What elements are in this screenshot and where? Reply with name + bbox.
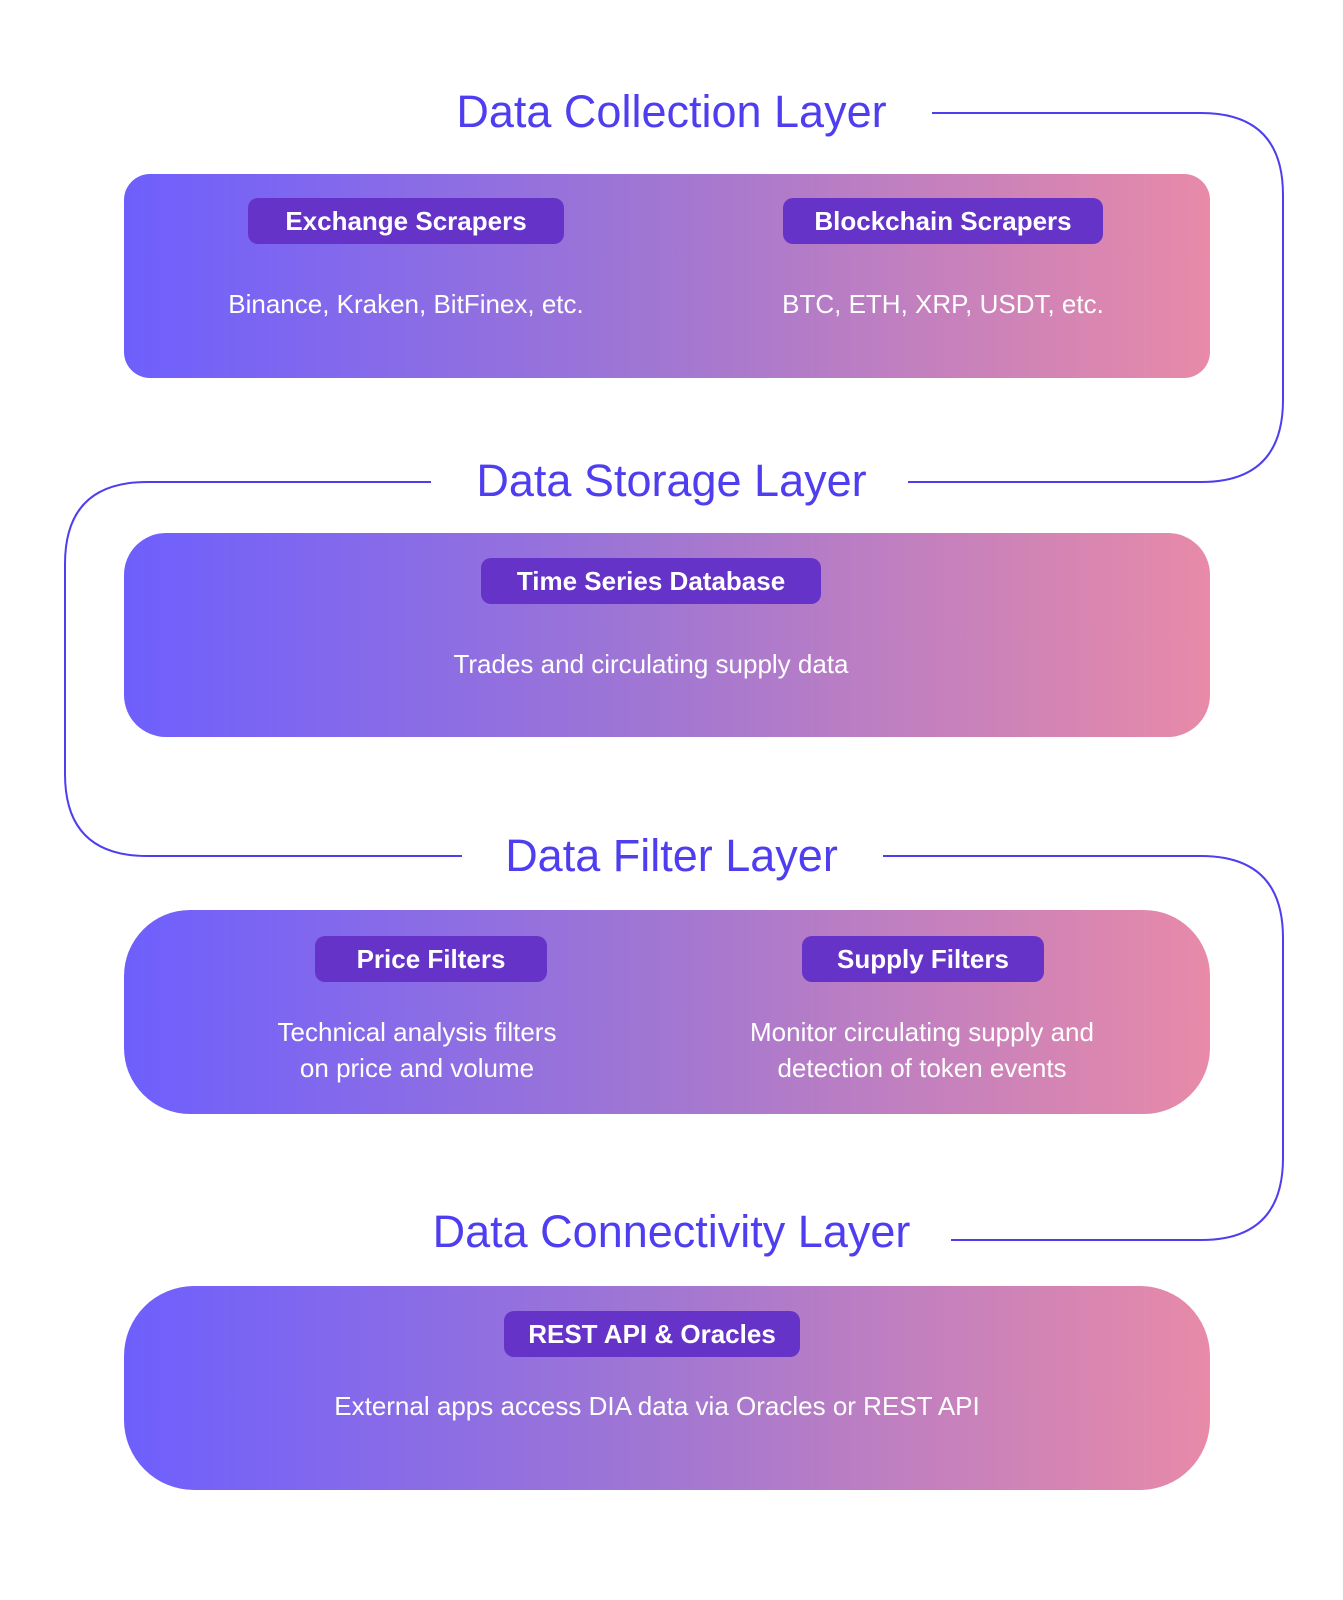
layer-title-filter: Data Filter Layer	[505, 830, 838, 881]
group-description-price-filters: Technical analysis filters on price and …	[228, 1014, 606, 1086]
layer-card-storage: Time Series Database Trades and circulat…	[124, 533, 1210, 737]
group-description-supply-filters: Monitor circulating supply and detection…	[716, 1014, 1128, 1086]
supply-filters-description-line-2: detection of token events	[777, 1053, 1067, 1083]
group-label-price-filters: Price Filters	[315, 936, 547, 982]
connector-collection-to-storage	[908, 112, 1284, 483]
layer-title-storage: Data Storage Layer	[476, 455, 867, 506]
price-filters-description-line-2: on price and volume	[299, 1053, 535, 1083]
connector-filter-to-connectivity	[883, 855, 1284, 1241]
group-description-blockchain-scrapers: BTC, ETH, XRP, USDT, etc.	[782, 289, 1104, 319]
group-label-rest-api-oracles: REST API & Oracles	[504, 1311, 800, 1357]
layer-card-filter: Price Filters Technical analysis filters…	[124, 910, 1210, 1114]
group-description-rest-api-oracles: External apps access DIA data via Oracle…	[334, 1391, 980, 1421]
layer-title-collection: Data Collection Layer	[456, 86, 887, 137]
layer-card-collection: Exchange Scrapers Binance, Kraken, BitFi…	[124, 174, 1210, 378]
group-description-exchange-scrapers: Binance, Kraken, BitFinex, etc.	[228, 289, 584, 319]
supply-filters-description-line-1: Monitor circulating supply and	[750, 1017, 1094, 1047]
group-label-supply-filters: Supply Filters	[802, 936, 1044, 982]
group-label-time-series-database: Time Series Database	[481, 558, 821, 604]
price-filters-description-line-1: Technical analysis filters	[277, 1017, 557, 1047]
group-label-blockchain-scrapers: Blockchain Scrapers	[783, 198, 1103, 244]
layer-card-connectivity: REST API & Oracles External apps access …	[124, 1286, 1210, 1490]
group-description-time-series-database: Trades and circulating supply data	[453, 649, 849, 679]
layer-title-connectivity: Data Connectivity Layer	[432, 1206, 911, 1257]
connector-storage-to-filter	[64, 481, 462, 857]
group-label-exchange-scrapers: Exchange Scrapers	[248, 198, 564, 244]
